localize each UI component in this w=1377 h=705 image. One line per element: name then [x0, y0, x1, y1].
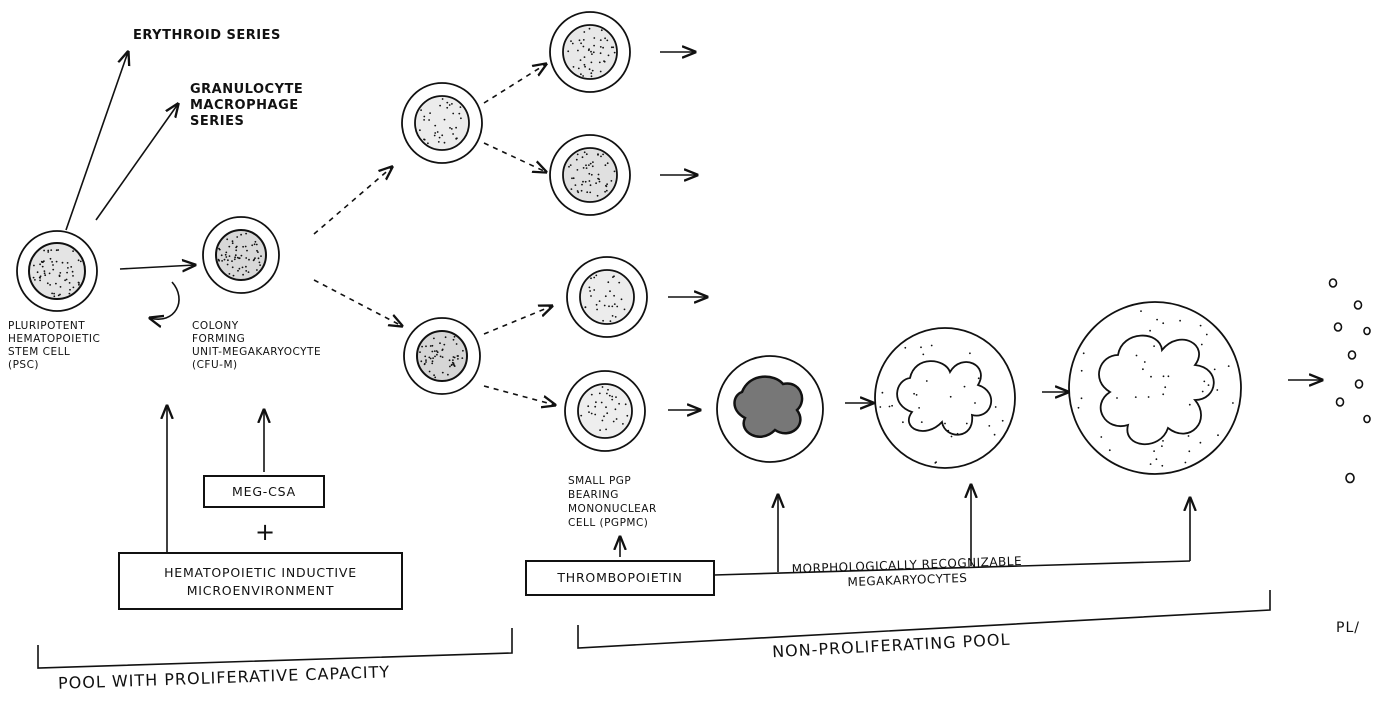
daughter-cell-2 [550, 135, 630, 215]
him-line-1: HEMATOPOIETIC INDUCTIVE [120, 564, 401, 582]
cfu-line-3: UNIT-MEGAKARYOCYTE [192, 346, 321, 359]
daughter-cell-1 [550, 12, 630, 92]
psc-cell [17, 231, 97, 311]
dotted-arrow-cfu-upper [314, 167, 392, 234]
meg-csa-box: MEG-CSA [203, 475, 325, 508]
megakaryocyte-stage-1 [717, 356, 823, 462]
megakaryocyte-stage-2 [875, 328, 1015, 468]
psc-line-4: (PSC) [8, 359, 100, 372]
dotted-arrow-cfu-lower [314, 280, 402, 326]
psc-line-2: HEMATOPOIETIC [8, 333, 100, 346]
psc-line-1: PLURIPOTENT [8, 320, 100, 333]
dotted-arrow-upper-1 [484, 64, 546, 103]
daughter-cell-3 [567, 257, 647, 337]
arrow-to-granulocyte [96, 104, 178, 220]
cfu-line-4: (CFU-M) [192, 359, 321, 372]
thrombopoietin-box: THROMBOPOIETIN [525, 560, 715, 596]
dotted-arrow-lower-1 [484, 306, 552, 334]
platelets [1330, 279, 1371, 483]
platelets-label-partial: PL/ [1336, 620, 1360, 636]
megakaryocyte-stage-3 [1069, 302, 1241, 474]
cfu-line-2: FORMING [192, 333, 321, 346]
plus-sign: + [255, 518, 275, 546]
granulocyte-line-2: MACROPHAGE [190, 98, 303, 114]
pgpmc-line-2: BEARING [568, 488, 657, 502]
self-renewal-arrow [150, 282, 179, 319]
granulocyte-line-3: SERIES [190, 114, 303, 130]
psc-line-3: STEM CELL [8, 346, 100, 359]
granulocyte-line-1: GRANULOCYTE [190, 82, 303, 98]
meg-csa-text: MEG-CSA [205, 477, 323, 506]
progenitor-cell-lower [404, 318, 480, 394]
psc-label: PLURIPOTENT HEMATOPOIETIC STEM CELL (PSC… [8, 320, 100, 372]
erythroid-series-label: ERYTHROID SERIES [133, 28, 281, 44]
him-line-2: MICROENVIRONMENT [120, 582, 401, 600]
pgpmc-line-4: CELL (PGPMC) [568, 516, 657, 530]
dotted-arrow-lower-2 [484, 386, 555, 405]
arrow-psc-to-cfu [120, 265, 195, 269]
dotted-arrow-upper-2 [484, 143, 546, 172]
cfu-line-1: COLONY [192, 320, 321, 333]
progenitor-cell-upper [402, 83, 482, 163]
pgpmc-label: SMALL PGP BEARING MONONUCLEAR CELL (PGPM… [568, 474, 657, 530]
bracket-proliferative-pool [38, 628, 512, 668]
arrow-to-erythroid [66, 52, 128, 230]
pgpmc-line-3: MONONUCLEAR [568, 502, 657, 516]
hematopoietic-inductive-microenvironment-box: HEMATOPOIETIC INDUCTIVE MICROENVIRONMENT [118, 552, 403, 610]
pgpmc-line-1: SMALL PGP [568, 474, 657, 488]
thrombopoietin-text: THROMBOPOIETIN [527, 562, 713, 594]
granulocyte-macrophage-label: GRANULOCYTE MACROPHAGE SERIES [190, 82, 303, 130]
cfu-m-label: COLONY FORMING UNIT-MEGAKARYOCYTE (CFU-M… [192, 320, 321, 372]
pgpmc-cell [565, 371, 645, 451]
